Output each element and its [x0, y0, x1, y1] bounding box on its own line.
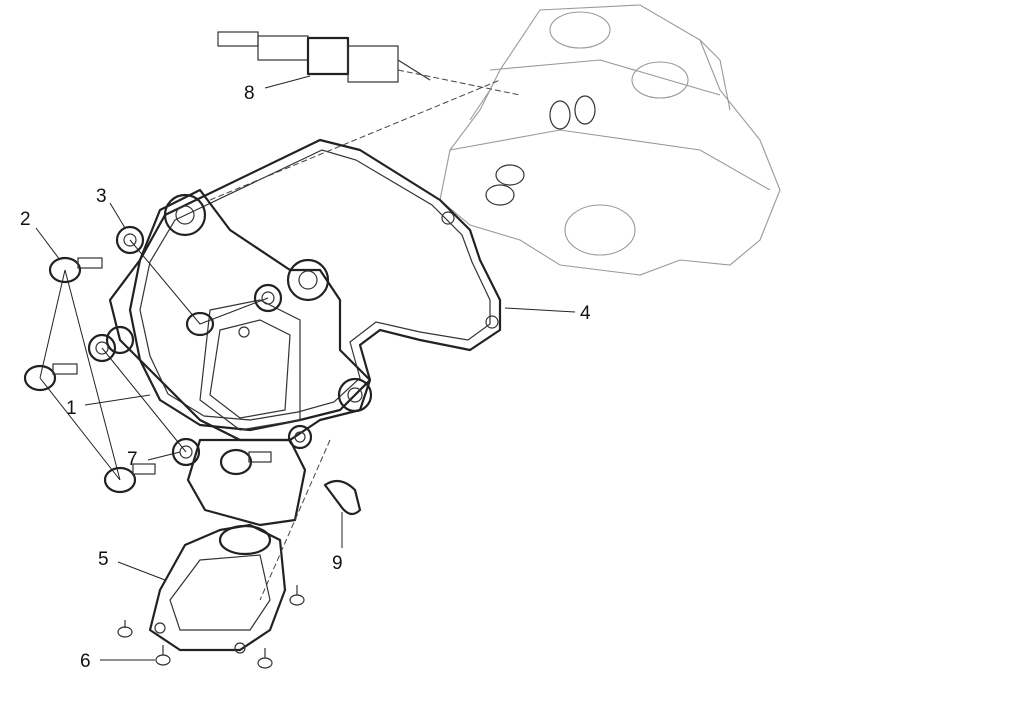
housing	[148, 438, 307, 654]
callout-3: 3	[96, 186, 107, 207]
valve-cover	[105, 188, 373, 442]
callout-8: 8	[244, 83, 255, 104]
hose-clip	[323, 479, 362, 516]
cylinder-head	[439, 4, 781, 276]
callout-7: 7	[127, 449, 138, 470]
callout-5: 5	[98, 549, 109, 570]
gasket	[128, 138, 502, 432]
screws	[117, 585, 305, 669]
leader-lines	[35, 75, 576, 661]
callout-2: 2	[20, 209, 31, 230]
spark-plug	[217, 31, 431, 83]
assembly-lines	[39, 69, 521, 601]
callout-4: 4	[580, 303, 591, 324]
callout-1: 1	[66, 398, 77, 419]
callout-labels: 1 2 3 4 5 6 7 8 9	[20, 83, 591, 672]
callout-6: 6	[80, 651, 91, 672]
callout-9: 9	[332, 553, 343, 574]
washers	[87, 225, 313, 467]
bolts	[23, 256, 272, 494]
